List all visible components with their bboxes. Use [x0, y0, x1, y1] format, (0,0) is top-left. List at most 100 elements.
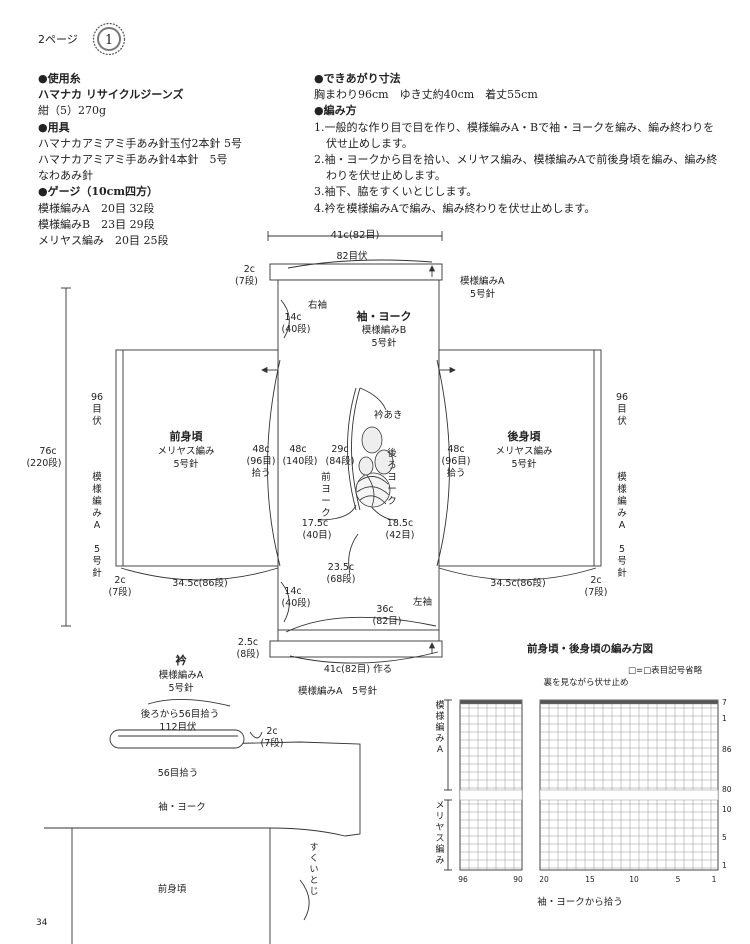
neck-label: 衿あき — [374, 409, 403, 421]
chart-bind-note: 裏を見ながら伏せ止め — [543, 677, 628, 688]
finished-text: 胸まわり96cm ゆき丈約40cm 着丈55cm — [314, 88, 538, 102]
chart-title: 前身頃・後身頃の編み方図 — [527, 642, 653, 655]
width-18: 18.5c — [387, 518, 413, 529]
side-pattern-char: 模 — [617, 471, 627, 483]
side-pattern-char: み — [92, 508, 102, 519]
top-width-label: 41c(82目) — [331, 230, 380, 241]
chart-col-5: 5 — [676, 875, 681, 884]
side-pattern-char: 様 — [617, 483, 627, 495]
method-step: 3.袖下、脇をすくいとじします。 — [314, 185, 478, 199]
back-yoke-char: 後 — [387, 447, 397, 459]
tool-item: なわあみ針 — [38, 169, 93, 183]
width-36: 36c — [376, 604, 393, 615]
neck-29: 29c — [331, 444, 348, 455]
front-hem-rows: (7段) — [109, 586, 132, 598]
side-pattern-char: A — [94, 520, 101, 531]
chart-bottom-note: 袖・ヨークから拾う — [537, 896, 623, 908]
side-pattern-char: み — [617, 508, 627, 519]
bottom-band-rows: (8段) — [237, 648, 260, 660]
chart-pattern-a-char: 編 — [435, 721, 444, 733]
chart-pattern-a-char: み — [435, 733, 444, 744]
front-width: 34.5c(86段) — [172, 577, 227, 589]
collar-pick-back: 後ろから56目拾う — [141, 708, 220, 720]
bottom-pattern: 模様編みA 5号針 — [298, 685, 378, 697]
front-hem-h: 2c — [114, 575, 125, 586]
back-yoke-char: ー — [387, 484, 397, 495]
back-body-stitch: メリヤス編み — [495, 445, 552, 457]
front-yoke-char: 前 — [321, 471, 331, 483]
collar-rows: (7段) — [261, 737, 284, 749]
side-pattern-char: 号 — [617, 556, 627, 567]
chart-stockinette-char: ス — [435, 834, 444, 844]
width-23-rows: (68段) — [326, 573, 355, 585]
back-pick-48: 48c — [447, 444, 464, 455]
left-sleeve-label: 左袖 — [413, 596, 432, 608]
back-bind-unit: 目 — [617, 404, 627, 415]
chart-col-1: 1 — [712, 875, 717, 884]
front-body-stitch: メリヤス編み — [157, 445, 214, 457]
yoke-needle: 5号針 — [371, 337, 397, 349]
back-body-title: 後身頃 — [508, 429, 542, 443]
right-sleeve-label: 右袖 — [308, 299, 327, 311]
bottom-band-h: 2.5c — [238, 637, 258, 648]
gauge-item: 模様編みA 20目 32段 — [38, 201, 155, 215]
front-bind-unit: 目 — [92, 404, 102, 415]
method-heading: ●編み方 — [314, 104, 357, 118]
band-rows: (7段) — [235, 275, 258, 287]
back-hem-rows: (7段) — [585, 586, 608, 598]
chart-row-10: 10 — [722, 805, 732, 814]
top-bind-label: 82目伏 — [336, 250, 368, 262]
chart-stockinette-char: ヤ — [435, 823, 444, 833]
seam-char: と — [309, 875, 318, 886]
side-pattern-char: A — [619, 520, 626, 531]
materials-block: ●使用糸 ハマナカ リサイクルジーンズ 紺（5）270g ●用具 ハマナカアミア… — [38, 71, 242, 249]
collar-pick-front: 56目拾う — [158, 767, 199, 779]
finished-heading: ●できあがり寸法 — [314, 72, 401, 85]
chart-col-90: 90 — [513, 875, 523, 884]
page-label: 2ページ — [38, 33, 78, 46]
back-hem-h: 2c — [590, 575, 601, 586]
chart-row-1b: 1 — [722, 861, 727, 870]
yoke-title: 袖・ヨーク — [357, 309, 412, 323]
collar-needle: 5号針 — [168, 682, 194, 694]
back-width: 34.5c(86段) — [490, 577, 545, 589]
method-step: 2.袖・ヨークから目を拾い、メリヤス編み、模様編みAで前後身頃を編み、編み終 — [314, 153, 718, 167]
band-needle: 5号針 — [470, 288, 496, 300]
total-height: 76c — [39, 446, 56, 457]
number-badge-icon: 1 — [92, 22, 126, 56]
front-bind-96: 96 — [91, 392, 103, 403]
badge-number: 1 — [105, 33, 113, 48]
tool-item: ハマナカアミアミ手あみ針4本針 5号 — [38, 153, 228, 167]
front-yoke-char: ク — [321, 508, 331, 519]
yoke-pattern: 模様編みB — [362, 324, 407, 336]
chart-col-20: 20 — [539, 875, 549, 884]
back-bind-96: 96 — [616, 392, 628, 403]
side-pattern-char: 編 — [617, 495, 627, 507]
width-17-sts: (40目) — [302, 530, 331, 541]
side-pattern-char: 5 — [619, 544, 625, 555]
side-pattern-char: 針 — [617, 567, 627, 579]
yarn-name: ハマナカ リサイクルジーンズ — [38, 88, 184, 102]
method-step: 伏せ止めします。 — [326, 136, 413, 150]
back-body-needle: 5号針 — [511, 458, 537, 470]
seam-char: じ — [309, 886, 318, 897]
width-18-sts: (42目) — [385, 530, 414, 541]
front-body-title: 前身頃 — [170, 429, 204, 443]
yarn-color: 紺（5）270g — [38, 104, 107, 118]
width-17: 17.5c — [302, 518, 328, 529]
chart-col-96: 96 — [458, 875, 468, 884]
side-pattern-char: 編 — [92, 495, 102, 507]
front-bind-off: 伏 — [92, 415, 102, 427]
seam-label: すくいとじ — [309, 842, 318, 897]
chart-row-7: 7 — [722, 698, 727, 707]
yoke-14-bottom: 14c — [284, 586, 301, 597]
side-pattern-char: 様 — [92, 483, 102, 495]
yoke-48-rows: (140段) — [282, 455, 317, 467]
tool-item: ハマナカアミアミ手あみ針玉付2本針 5号 — [38, 136, 243, 150]
chart-pattern-a-char: 様 — [435, 710, 444, 722]
back-bind-off: 伏 — [617, 415, 627, 427]
method-step: 1.一般的な作り目で目を作り、模様編みA・Bで袖・ヨークを編み、編み終わりを — [314, 120, 715, 134]
chart-row-86: 86 — [722, 745, 732, 754]
chart-pattern-a-char: 模 — [435, 700, 444, 711]
